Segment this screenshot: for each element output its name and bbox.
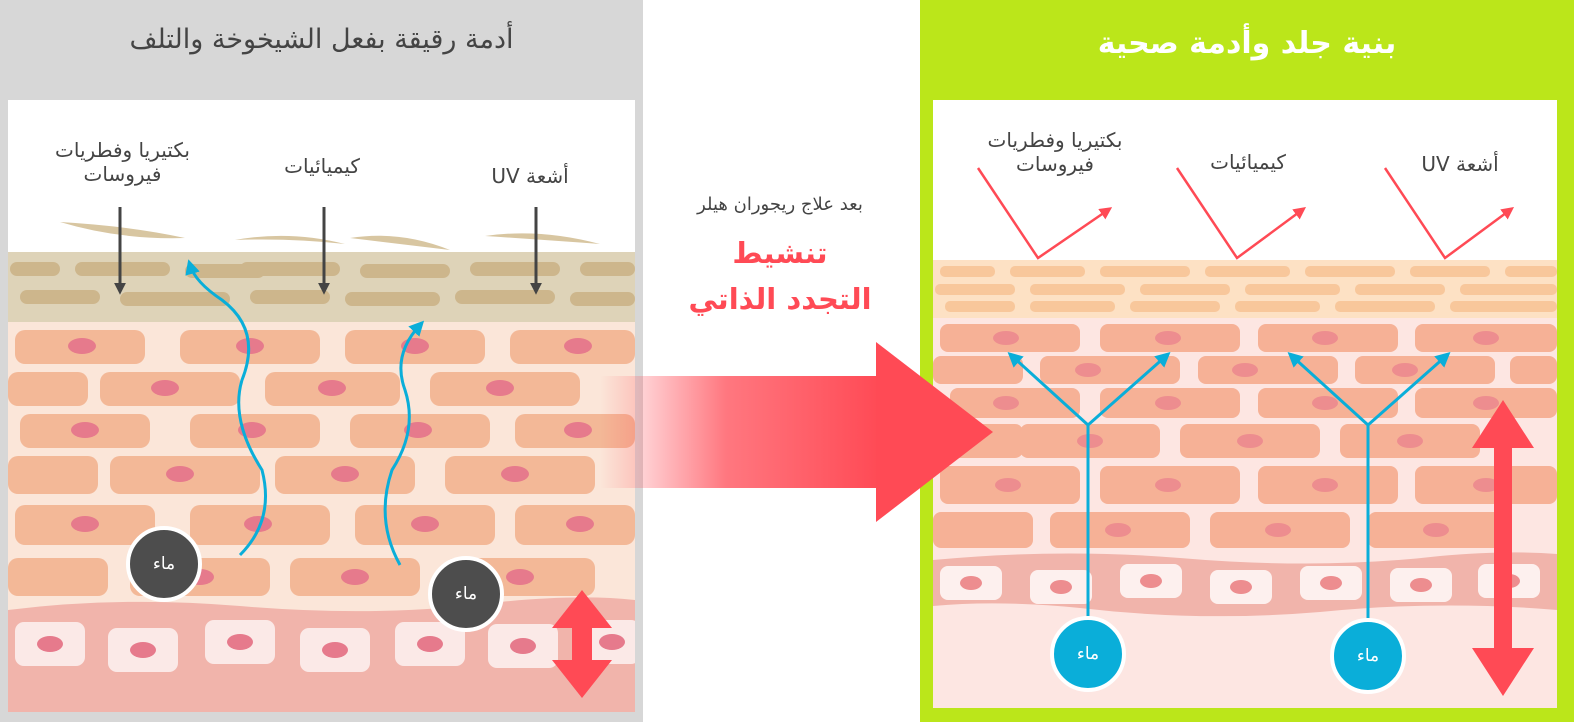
- water-distribution-arrows-2: [1287, 351, 1451, 630]
- healthy-skin-layers: [933, 100, 1557, 708]
- water-loss-path-1: [185, 259, 267, 557]
- chemicals-deflected-arrow: [1175, 167, 1307, 260]
- right-chemicals-label: كيميائيات: [1210, 150, 1286, 174]
- water-distribution-arrows-1: [1007, 351, 1171, 630]
- healthy-skin-title: بنية جلد وأدمة صحية: [1097, 26, 1397, 61]
- right-bacteria-label: بكتيريا وفطريات فيروسات: [987, 128, 1123, 176]
- left-bacteria-label: بكتيريا وفطريات فيروسات: [55, 138, 190, 186]
- water-loss-path-2: [383, 320, 425, 566]
- right-water-molecule-2: ماء: [1330, 618, 1406, 694]
- left-chemicals-label: كيميائيات: [284, 154, 360, 178]
- transformation-arrow: [600, 342, 993, 522]
- left-uv-label: أشعة UV: [491, 164, 569, 188]
- regeneration-highlight-line1: تنشيط: [732, 236, 828, 270]
- right-water-molecule-1: ماء: [1050, 616, 1126, 692]
- right-uv-label: أشعة UV: [1421, 152, 1499, 176]
- damaged-skin-layers: [8, 100, 635, 712]
- thin-dermis-arrow: [552, 590, 612, 698]
- left-water-molecule-2: ماء: [428, 556, 504, 632]
- uv-deflected-arrow: [1383, 167, 1515, 260]
- treatment-caption: بعد علاج ريجوران هيلر: [697, 194, 863, 215]
- damaged-skin-title: أدمة رقيقة بفعل الشيخوخة والتلف: [129, 24, 514, 55]
- bacteria-deflected-arrow: [976, 167, 1113, 260]
- left-water-molecule-1: ماء: [126, 526, 202, 602]
- regeneration-highlight-line2: التجدد الذاتي: [688, 282, 872, 316]
- thick-dermis-arrow: [1472, 400, 1534, 696]
